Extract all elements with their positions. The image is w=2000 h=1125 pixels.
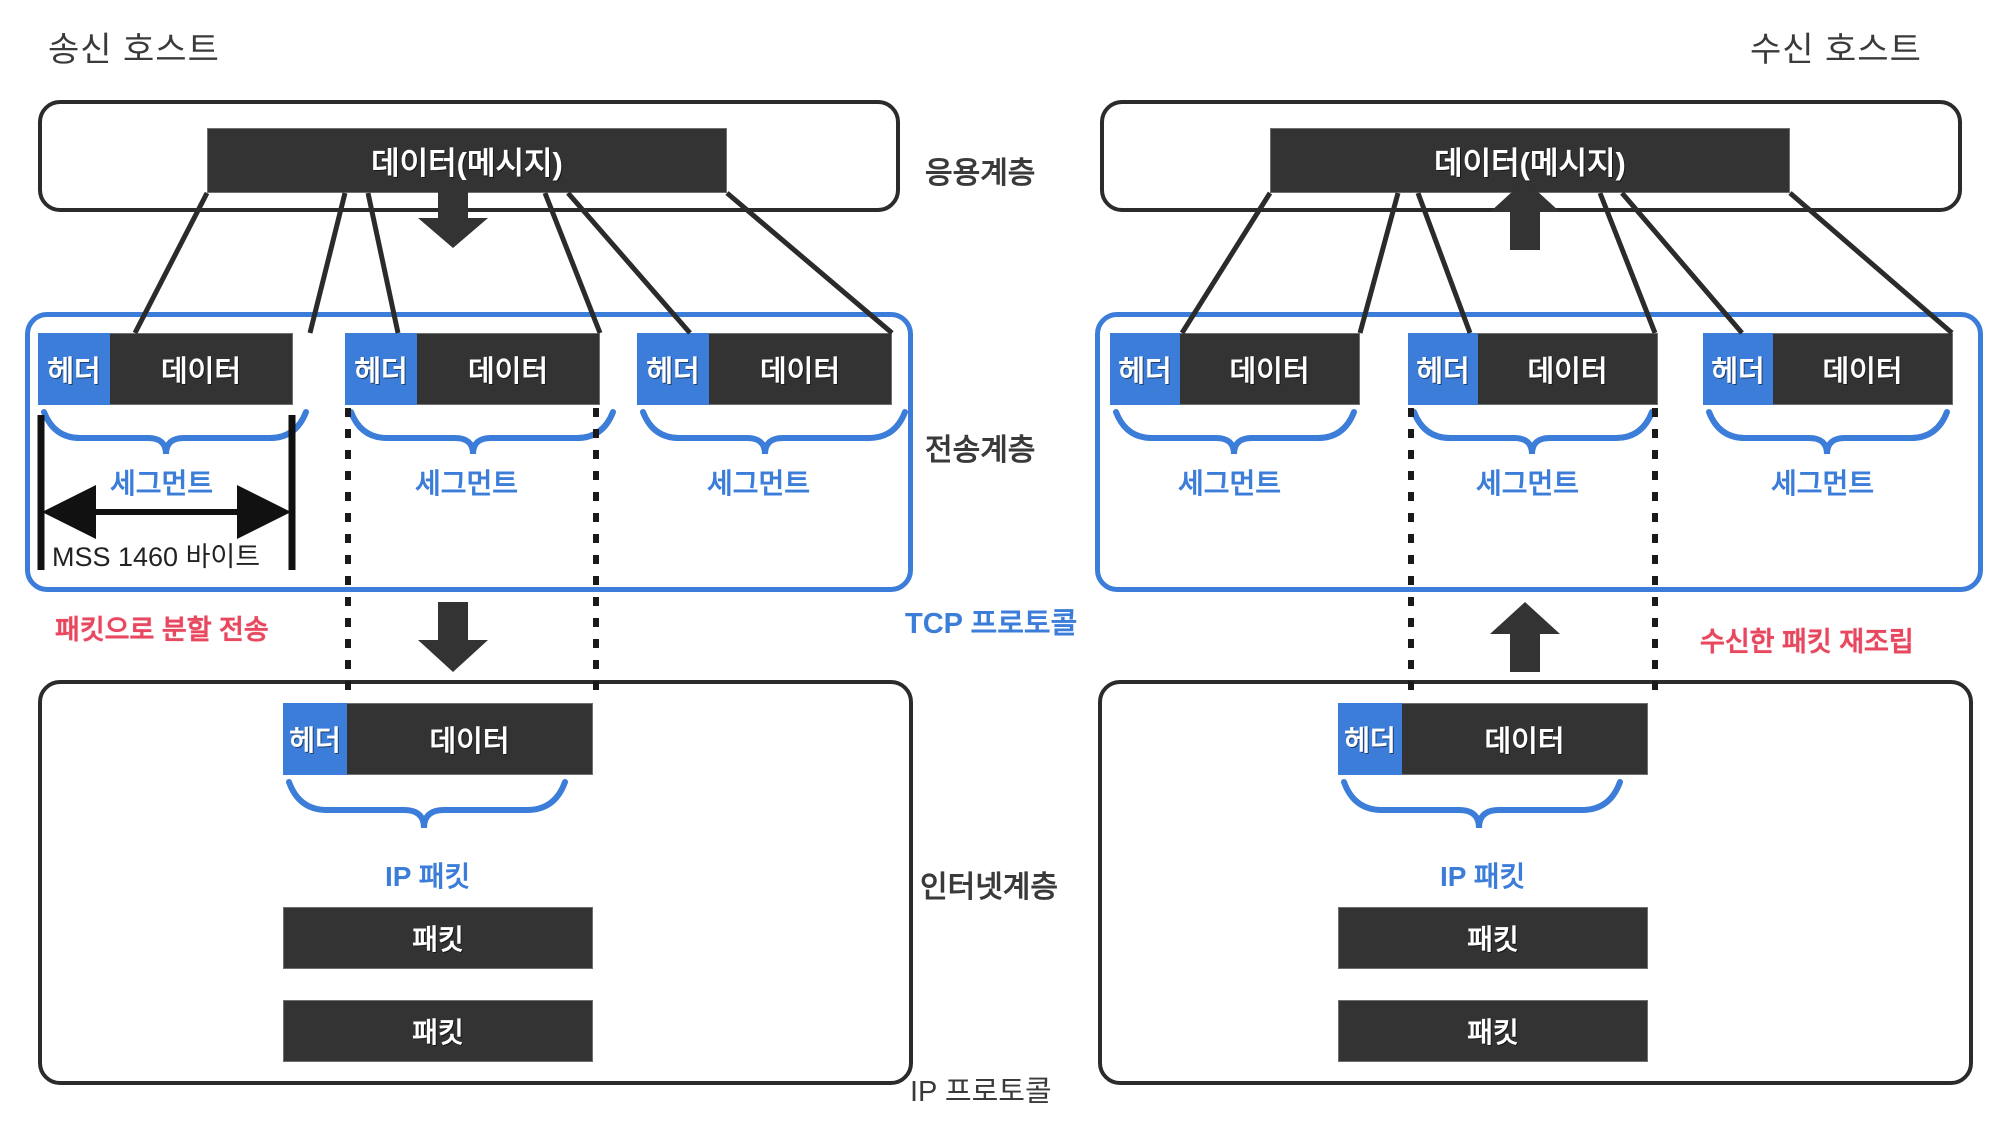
mss-measure-label: MSS 1460 바이트 — [52, 542, 261, 572]
ip-packet-data-block: 데이터 — [1402, 703, 1648, 775]
layer-label-application: 응용계층 — [925, 157, 1036, 190]
sender-ip-packet-brace-label: IP 패킷 — [385, 861, 471, 892]
sender-packet-label-2: 패킷 — [412, 1017, 464, 1048]
receiver-up-arrow-2 — [1490, 602, 1560, 672]
segment-header-block: 헤더 — [1110, 333, 1180, 405]
receiver-segment-3: 헤더 데이터 — [1703, 333, 1953, 405]
segment-header-label: 헤더 — [354, 356, 408, 388]
segment-data-block: 데이터 — [1478, 333, 1658, 405]
sender-host-title: 송신 호스트 — [48, 31, 220, 69]
protocol-label-ip: IP 프로토콜 — [910, 1076, 1052, 1108]
segment-data-label: 데이터 — [1822, 356, 1903, 388]
segment-data-block: 데이터 — [709, 333, 892, 405]
receiver-packet-box-2: 패킷 — [1338, 1000, 1648, 1062]
sender-message-block: 데이터(메시지) — [207, 128, 727, 193]
receiver-message-label: 데이터(메시지) — [1434, 146, 1626, 181]
ip-packet-data-label: 데이터 — [1484, 726, 1565, 758]
segment-header-label: 헤더 — [1711, 356, 1765, 388]
segment-header-label: 헤더 — [646, 356, 700, 388]
layer-label-internet: 인터넷계층 — [920, 871, 1058, 904]
sender-down-arrow-2 — [418, 602, 488, 672]
segment-data-block: 데이터 — [1773, 333, 1953, 405]
ip-packet-data-block: 데이터 — [347, 703, 593, 775]
receiver-ip-packet-brace-label: IP 패킷 — [1440, 861, 1526, 892]
receiver-packet-label-1: 패킷 — [1467, 924, 1519, 955]
ip-packet-header-block: 헤더 — [1338, 703, 1402, 775]
receiver-packet-box-1: 패킷 — [1338, 907, 1648, 969]
receiver-segment-1-brace-label: 세그먼트 — [1178, 468, 1282, 499]
sender-message-label: 데이터(메시지) — [371, 146, 563, 181]
layer-label-transport: 전송계층 — [925, 434, 1036, 467]
segment-header-block: 헤더 — [637, 333, 709, 405]
ip-packet-header-block: 헤더 — [283, 703, 347, 775]
sender-ip-packet: 헤더 데이터 — [283, 703, 593, 775]
segment-data-label: 데이터 — [1229, 356, 1310, 388]
segment-data-block: 데이터 — [110, 333, 293, 405]
receiver-segment-2-brace-label: 세그먼트 — [1476, 468, 1580, 499]
sender-segment-3: 헤더 데이터 — [637, 333, 892, 405]
sender-segment-3-brace-label: 세그먼트 — [707, 468, 811, 499]
receiver-segment-3-brace-label: 세그먼트 — [1771, 468, 1875, 499]
segment-data-label: 데이터 — [1527, 356, 1608, 388]
ip-packet-header-label: 헤더 — [1344, 725, 1396, 756]
protocol-label-tcp: TCP 프로토콜 — [905, 608, 1078, 640]
segment-header-block: 헤더 — [1408, 333, 1478, 405]
segment-header-label: 헤더 — [1118, 356, 1172, 388]
segment-header-block: 헤더 — [345, 333, 417, 405]
segment-data-block: 데이터 — [1180, 333, 1360, 405]
annotation-split: 패킷으로 분할 전송 — [55, 615, 269, 645]
receiver-host-title: 수신 호스트 — [1750, 31, 1922, 69]
segment-data-label: 데이터 — [160, 356, 242, 388]
receiver-packet-label-2: 패킷 — [1467, 1017, 1519, 1048]
sender-segment-1-brace-label: 세그먼트 — [110, 468, 214, 499]
segment-header-block: 헤더 — [1703, 333, 1773, 405]
ip-packet-header-label: 헤더 — [289, 725, 341, 756]
receiver-message-block: 데이터(메시지) — [1270, 128, 1790, 193]
sender-segment-2: 헤더 데이터 — [345, 333, 600, 405]
segment-header-block: 헤더 — [38, 333, 110, 405]
segment-data-label: 데이터 — [467, 356, 549, 388]
sender-segment-2-brace-label: 세그먼트 — [415, 468, 519, 499]
segment-data-label: 데이터 — [759, 356, 841, 388]
sender-packet-box-2: 패킷 — [283, 1000, 593, 1062]
segment-header-label: 헤더 — [1416, 356, 1470, 388]
sender-packet-box-1: 패킷 — [283, 907, 593, 969]
annotation-reassemble: 수신한 패킷 재조립 — [1700, 627, 1914, 657]
segment-header-label: 헤더 — [47, 356, 101, 388]
sender-segment-1: 헤더 데이터 — [38, 333, 293, 405]
receiver-segment-2: 헤더 데이터 — [1408, 333, 1658, 405]
segment-data-block: 데이터 — [417, 333, 600, 405]
ip-packet-data-label: 데이터 — [429, 726, 510, 758]
receiver-segment-1: 헤더 데이터 — [1110, 333, 1360, 405]
sender-packet-label-1: 패킷 — [412, 924, 464, 955]
receiver-ip-packet: 헤더 데이터 — [1338, 703, 1648, 775]
